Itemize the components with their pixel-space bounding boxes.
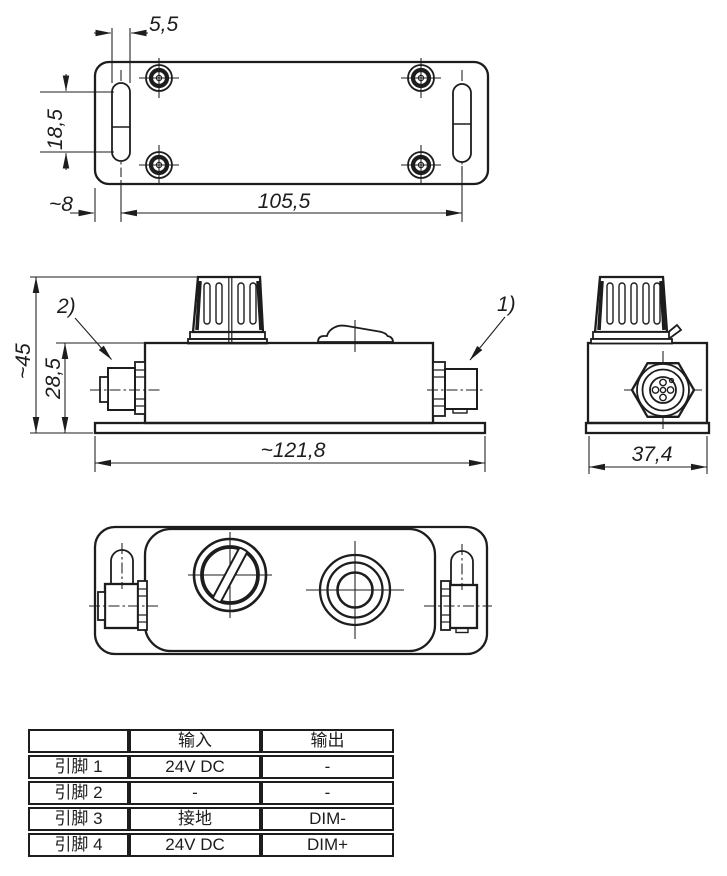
bottom-flange-outline	[93, 525, 489, 656]
top-view: 5,5 18,5 ~8 105,5	[40, 13, 490, 222]
pin-table-row-4: 引脚 4 24V DC DIM+	[28, 833, 394, 857]
connector-right-front	[427, 361, 484, 417]
pin-1	[659, 378, 667, 387]
callout-right-connector: 1)	[469, 293, 516, 361]
connector-hex-nut	[630, 362, 696, 418]
connector-face-side	[624, 351, 702, 429]
front-base-plate	[93, 421, 487, 435]
pin-label: 引脚 1	[28, 755, 129, 779]
pin-table-row-3: 引脚 3 接地 DIM-	[28, 807, 394, 831]
pin-output: -	[261, 755, 394, 779]
connector-key-notch	[668, 377, 675, 384]
dim-depth-label: 37,4	[632, 443, 673, 466]
dim-depth: 37,4	[588, 436, 708, 474]
front-view: 2) 1) ~45 28,5 ~121,8	[12, 275, 516, 472]
mounting-slot-right	[452, 70, 472, 177]
dim-slot-length-label: 18,5	[44, 109, 67, 150]
switch-front	[317, 320, 394, 352]
dim-body-height: 28,5	[42, 342, 144, 433]
pin-input: 24V DC	[129, 833, 261, 857]
dim-body-height-label: 28,5	[42, 358, 65, 400]
dim-slot-width-label: 5,5	[149, 13, 179, 36]
dim-edge-offset-label: ~8	[49, 193, 73, 216]
knob-side	[590, 275, 683, 345]
drawing-canvas: 5,5 18,5 ~8 105,5	[12, 13, 711, 656]
connector-left-bottom	[89, 543, 158, 631]
dim-hole-spacing: 105,5	[121, 166, 463, 222]
dim-slot-width: 5,5	[94, 13, 179, 83]
pin-table-row-2: 引脚 2 - -	[28, 781, 394, 805]
top-view-outline	[93, 60, 490, 186]
pin-table-header-pin	[28, 729, 129, 753]
bottom-view	[89, 525, 492, 656]
pin-output: DIM-	[261, 807, 394, 831]
pin-table-row-1: 引脚 1 24V DC -	[28, 755, 394, 779]
front-body	[143, 341, 435, 425]
pin-input: -	[129, 781, 261, 805]
mounting-slot-left	[111, 70, 131, 177]
dim-hole-spacing-label: 105,5	[258, 190, 311, 213]
pin-table: 输入 输出 引脚 1 24V DC - 引脚 2 - - 引脚 3 接地 DIM…	[28, 727, 394, 859]
pin-label: 引脚 3	[28, 807, 129, 831]
switch-bottom	[306, 541, 404, 639]
dim-overall-length: ~121,8	[94, 436, 486, 472]
connector-right-bottom	[424, 544, 492, 634]
screw-top-left	[139, 58, 179, 98]
dim-slot-length: 18,5	[40, 74, 114, 170]
screw-bottom-left	[139, 145, 179, 185]
pin-input: 接地	[129, 807, 261, 831]
pin-label: 引脚 2	[28, 781, 129, 805]
dim-overall-height-label: ~45	[12, 343, 35, 379]
pin-label: 引脚 4	[28, 833, 129, 857]
knob-front	[187, 275, 268, 345]
dim-overall-height: ~45	[12, 276, 197, 434]
side-view: 37,4	[584, 275, 711, 474]
pin-center	[659, 386, 667, 394]
pin-output: -	[261, 781, 394, 805]
pin-4	[651, 386, 660, 394]
pin-table-header-row: 输入 输出	[28, 729, 394, 753]
pin-output: DIM+	[261, 833, 394, 857]
knob-bottom	[188, 532, 272, 618]
pin-3	[659, 393, 667, 402]
pin-input: 24V DC	[129, 755, 261, 779]
pin-2	[666, 386, 675, 394]
connector-left-front	[90, 361, 160, 415]
pin-table-header-input: 输入	[129, 729, 261, 753]
dim-overall-length-label: ~121,8	[261, 439, 326, 462]
pin-table-header-output: 输出	[261, 729, 394, 753]
callout-right-label: 1)	[497, 293, 516, 316]
screwdriver-slot	[212, 546, 248, 604]
screw-bottom-right	[401, 145, 441, 185]
callout-left-label: 2)	[56, 295, 76, 318]
dim-edge-offset: ~8	[49, 180, 122, 222]
callout-left-connector: 2)	[56, 295, 112, 360]
side-base-plate	[584, 421, 711, 435]
screw-top-right	[401, 58, 441, 98]
